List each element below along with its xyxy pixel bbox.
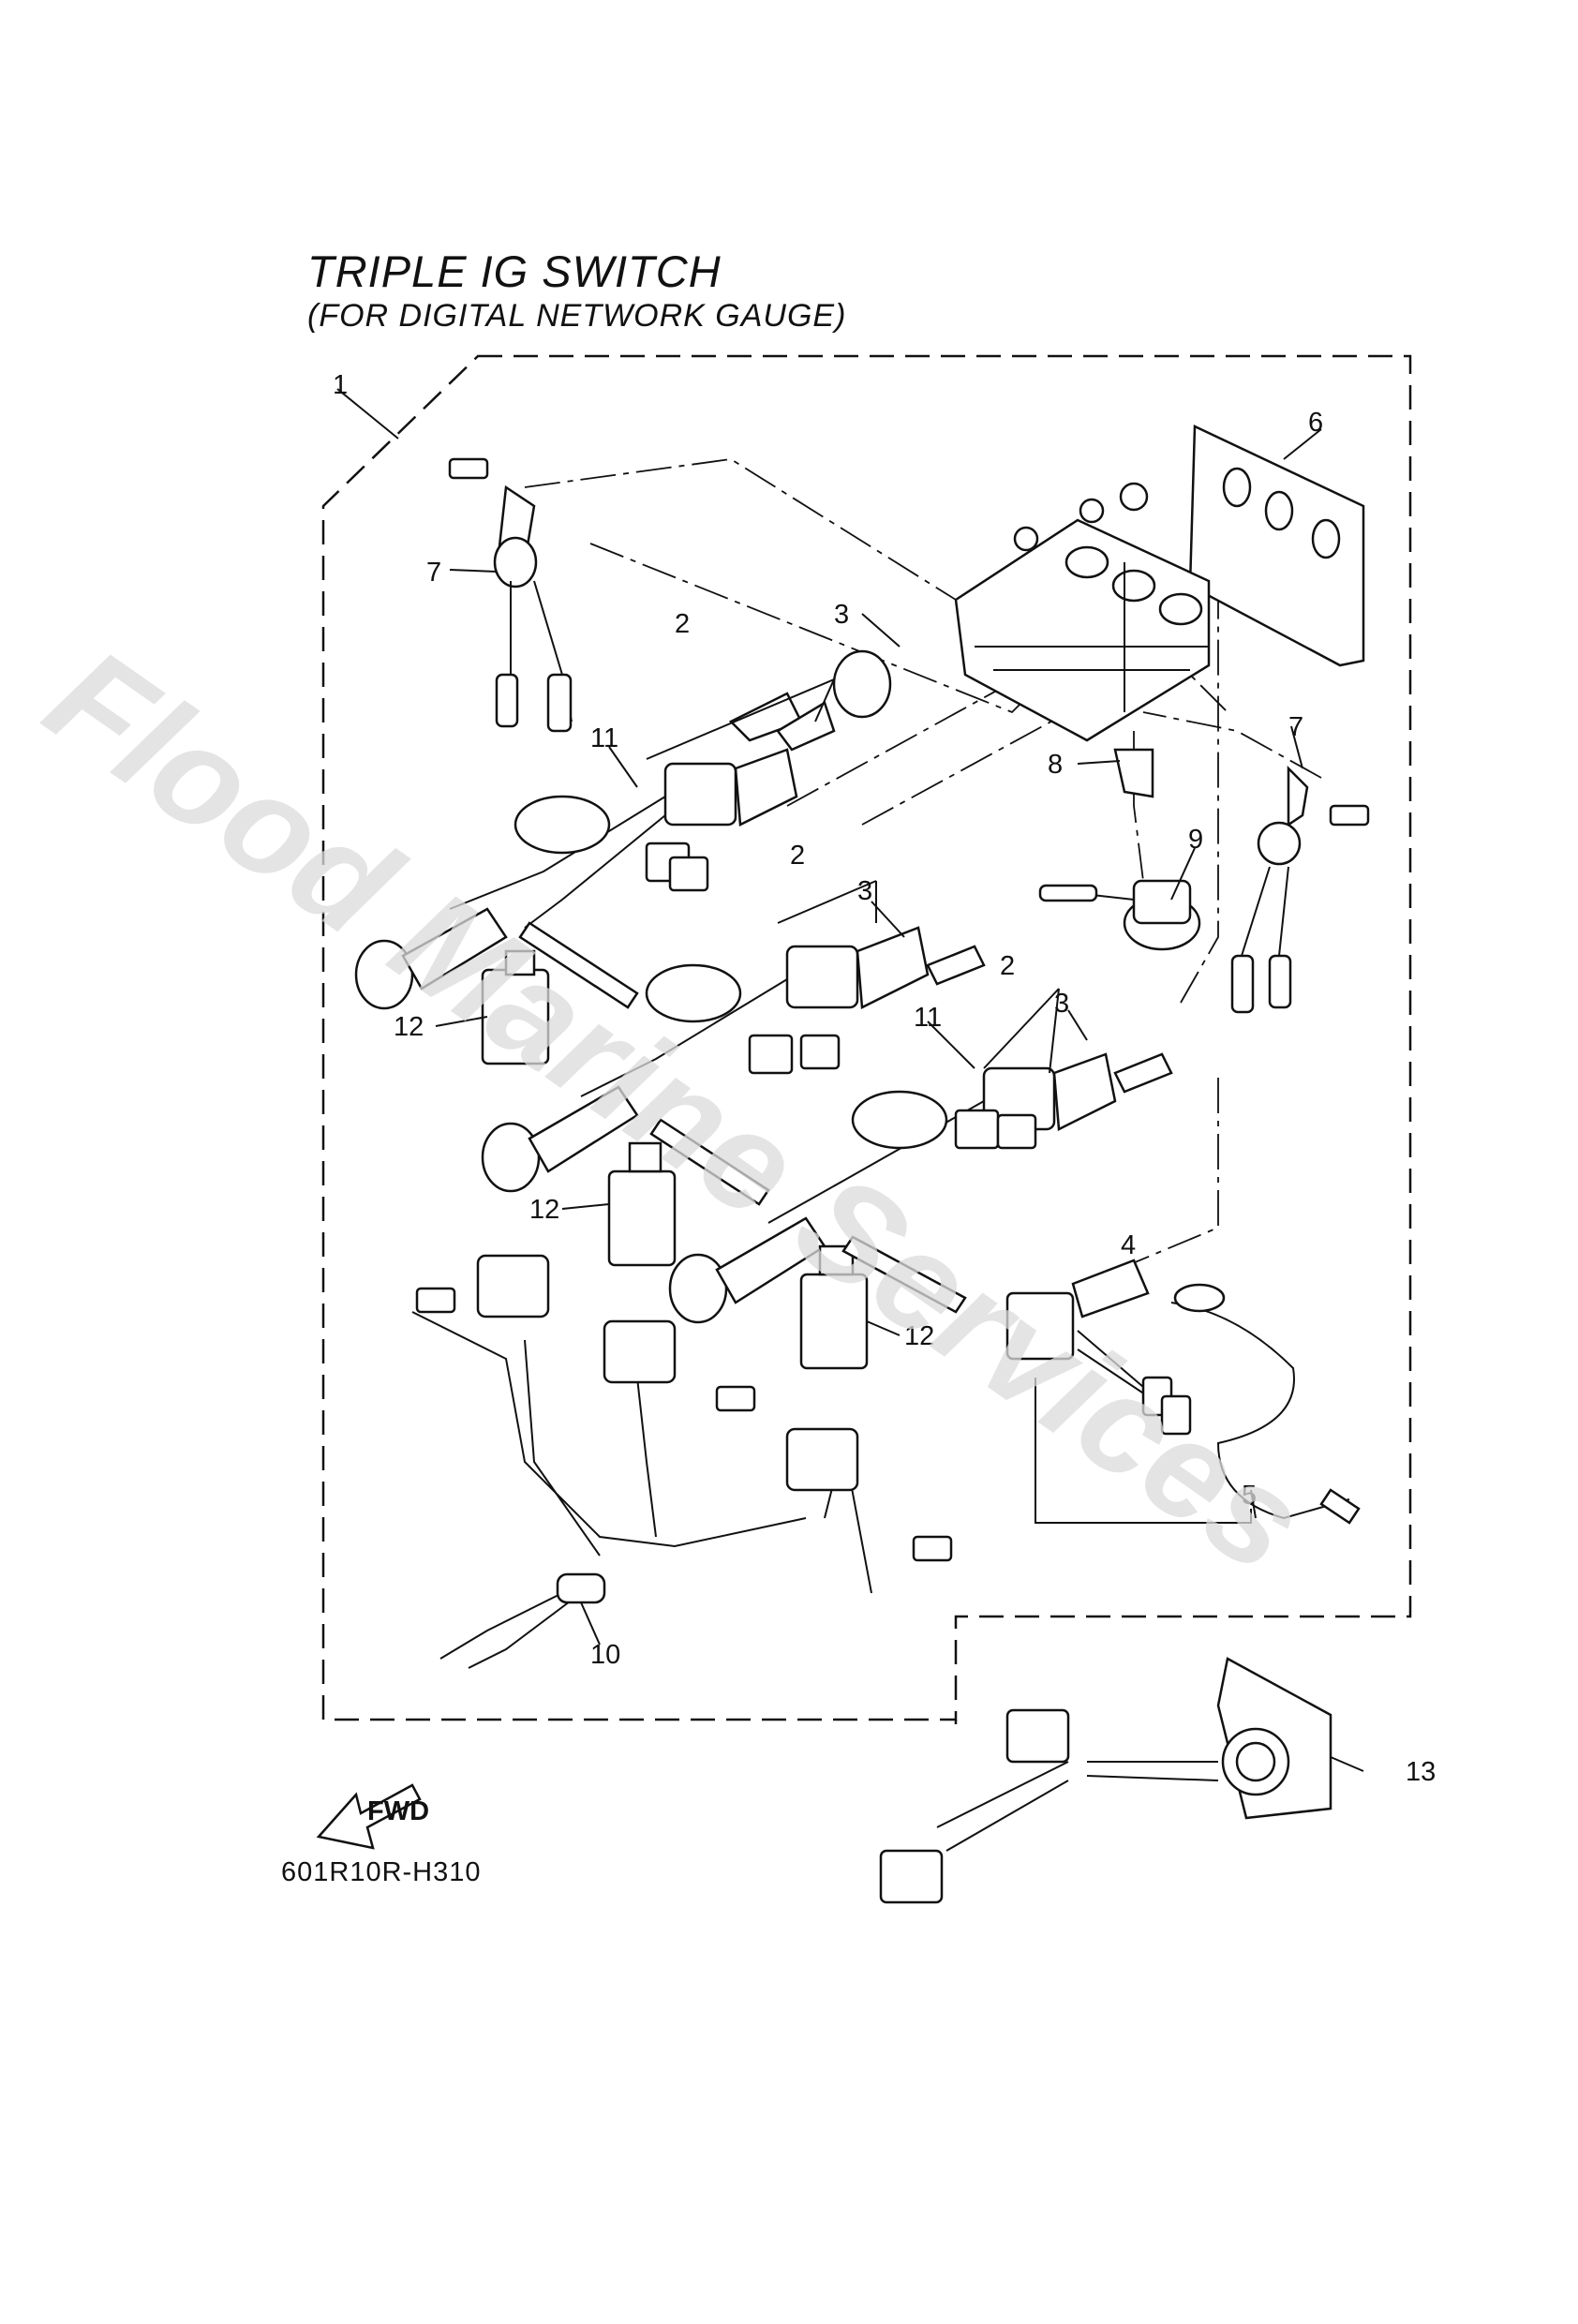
callout-12-upper: 12 [394, 1012, 424, 1042]
callout-6: 6 [1308, 408, 1323, 438]
diagram-subtitle: (FOR DIGITAL NETWORK GAUGE) [307, 298, 847, 334]
assembly-boundary-1 [321, 354, 1412, 1721]
switch-bracket [954, 482, 1211, 742]
diagram-code: 601R10R-H310 [281, 1857, 482, 1887]
callout-3-middle: 3 [857, 876, 872, 906]
callout-7-right: 7 [1288, 712, 1303, 742]
connector-plate-13 [879, 1657, 1332, 1904]
wire-harness-10 [411, 1254, 953, 1669]
callout-4: 4 [1121, 1230, 1136, 1260]
diagram-title: TRIPLE IG SWITCH [307, 246, 722, 296]
fwd-arrow: FWD [316, 1783, 429, 1850]
cable-clamp-7-right [1230, 765, 1370, 1014]
emergency-stop-switch-4 [1005, 1259, 1192, 1436]
callout-13: 13 [1406, 1757, 1436, 1787]
fwd-label: FWD [367, 1796, 429, 1826]
relay-12-upper [481, 921, 639, 1065]
ignition-keys [728, 649, 1173, 1094]
callout-12-middle: 12 [529, 1195, 559, 1225]
callout-1: 1 [333, 370, 348, 400]
callout-2-middle: 2 [790, 841, 805, 871]
callout-7-left: 7 [426, 558, 441, 588]
callout-12-lower: 12 [904, 1321, 934, 1351]
callout-leaders [336, 388, 1364, 1772]
callout-5: 5 [1242, 1481, 1257, 1511]
callout-numbers: 1 2 3 4 5 6 7 7 8 9 10 11 11 12 12 12 13… [333, 370, 1436, 1787]
callout-11-top: 11 [590, 723, 618, 753]
main-switch-assembly-top [354, 748, 798, 1010]
callout-11-bottom: 11 [914, 1003, 942, 1033]
bracket-8 [1113, 748, 1154, 798]
lanyard-5 [1170, 1283, 1361, 1525]
callout-2-bottom: 2 [1000, 951, 1015, 981]
cable-clamp-7-left [448, 457, 573, 733]
mounting-plate-6 [1188, 425, 1365, 667]
callout-9: 9 [1188, 825, 1203, 855]
callout-8: 8 [1048, 750, 1063, 780]
callout-10: 10 [590, 1640, 620, 1670]
main-switch-assembly-middle [481, 926, 930, 1193]
callout-3-top: 3 [834, 600, 849, 630]
main-switch-assembly-bottom [668, 1052, 1117, 1324]
relay-12-lower [799, 1235, 967, 1370]
callout-2-top: 2 [675, 609, 690, 639]
relay-12-middle [607, 1118, 770, 1267]
callout-3-bottom: 3 [1054, 989, 1069, 1019]
